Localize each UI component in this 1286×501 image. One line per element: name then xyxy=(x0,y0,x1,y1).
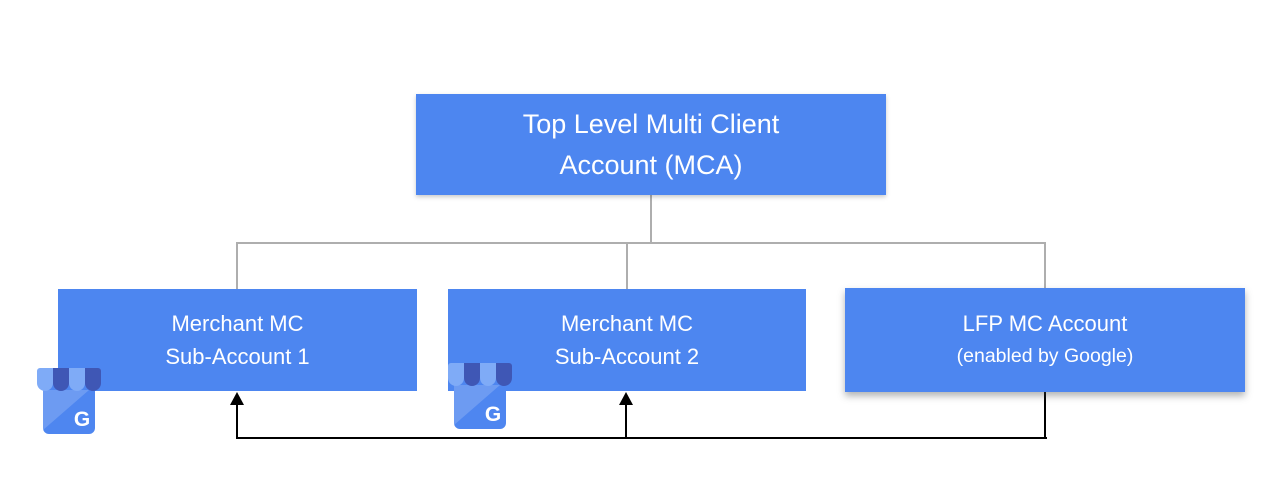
node-lfp-line2: (enabled by Google) xyxy=(956,345,1134,367)
node-mca-line1: Top Level Multi Client xyxy=(522,108,780,139)
node-lfp-line1: LFP MC Account xyxy=(962,311,1128,336)
google-g-letter: G xyxy=(74,408,90,431)
arrow-line-horizontal xyxy=(236,437,1047,439)
connector-horizontal-bus xyxy=(236,242,1046,244)
google-g-letter: G xyxy=(485,403,501,426)
arrowhead-sub1 xyxy=(230,392,244,405)
node-top-level-mca: Top Level Multi Client Account (MCA) xyxy=(416,94,886,195)
node-sub1-line2: Sub-Account 1 xyxy=(165,344,310,369)
business-profile-storefront-icon: G xyxy=(448,363,512,429)
connector-mca-stem xyxy=(650,195,652,243)
node-sub1-line1: Merchant MC xyxy=(171,311,304,336)
node-mca-line2: Account (MCA) xyxy=(559,149,743,180)
arrow-shaft-to-sub2 xyxy=(625,404,627,439)
node-merchant-sub-account-1: Merchant MC Sub-Account 1 xyxy=(58,289,417,391)
node-sub2-line2: Sub-Account 2 xyxy=(554,344,700,369)
arrowhead-sub2 xyxy=(619,392,633,405)
arrow-shaft-to-sub1 xyxy=(236,404,238,439)
business-profile-storefront-icon: G xyxy=(37,368,101,434)
node-sub2-line1: Merchant MC xyxy=(560,311,694,336)
connector-drop-sub2 xyxy=(626,242,628,289)
connector-drop-lfp xyxy=(1044,242,1046,289)
arrow-shaft-from-lfp xyxy=(1044,392,1046,439)
node-lfp-mc-account: LFP MC Account (enabled by Google) xyxy=(845,288,1245,392)
connector-drop-sub1 xyxy=(236,242,238,289)
